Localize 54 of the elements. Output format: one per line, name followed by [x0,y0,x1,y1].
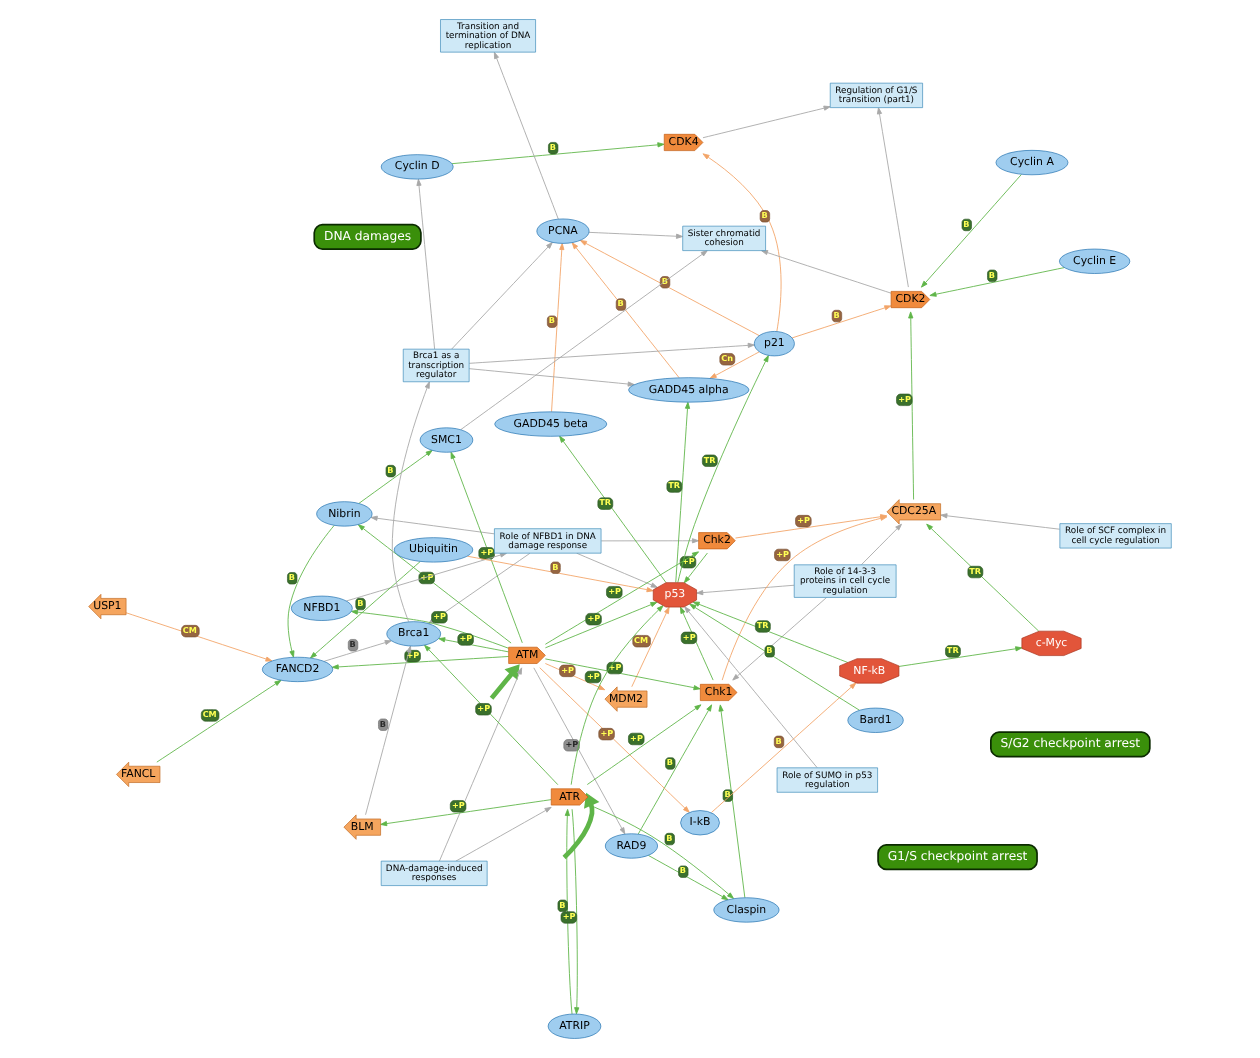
arrow [460,250,708,431]
arrow [675,401,691,583]
arrow [710,682,857,813]
arrow [683,552,708,584]
arrow [450,451,523,644]
arrow [351,609,509,649]
arrow [684,606,818,769]
arrow [564,808,573,1015]
arrow [600,538,699,544]
arrow [926,523,1040,632]
arrow [583,792,734,899]
arrow [562,792,600,860]
arrow [365,645,412,816]
arrow [908,311,915,500]
arrow [466,555,654,593]
arrow [358,449,433,504]
arrow [689,603,860,711]
arrow [921,174,1022,288]
arrow [586,704,702,785]
arrow [438,637,509,653]
arrow [898,646,1023,667]
arrow [588,231,684,239]
arrow [718,704,746,899]
arrow [861,523,902,566]
arrow [439,667,523,862]
arrow [647,855,729,901]
arrow [551,243,565,413]
arrow [489,664,523,700]
arrow [579,240,760,337]
arrow [468,368,635,387]
arrow [125,612,273,662]
arrow [156,679,282,763]
arrow [571,242,680,379]
arrow [940,513,1061,530]
arrow [310,561,421,659]
arrow [370,515,495,535]
arrow [451,242,553,350]
arrow [571,808,580,1015]
arrow [576,552,658,588]
arrow [732,597,827,681]
arrow [791,305,892,339]
arrow [637,704,713,835]
arrow [692,601,849,663]
arrow [559,435,667,584]
arrow [761,250,892,294]
arrow [416,178,436,350]
arrow [331,656,510,670]
arrow [455,806,552,862]
arrow [570,605,664,786]
arrow [876,107,909,288]
arrow [702,153,782,332]
arrow [391,381,430,623]
arrow [696,584,795,596]
arrow [702,105,831,139]
